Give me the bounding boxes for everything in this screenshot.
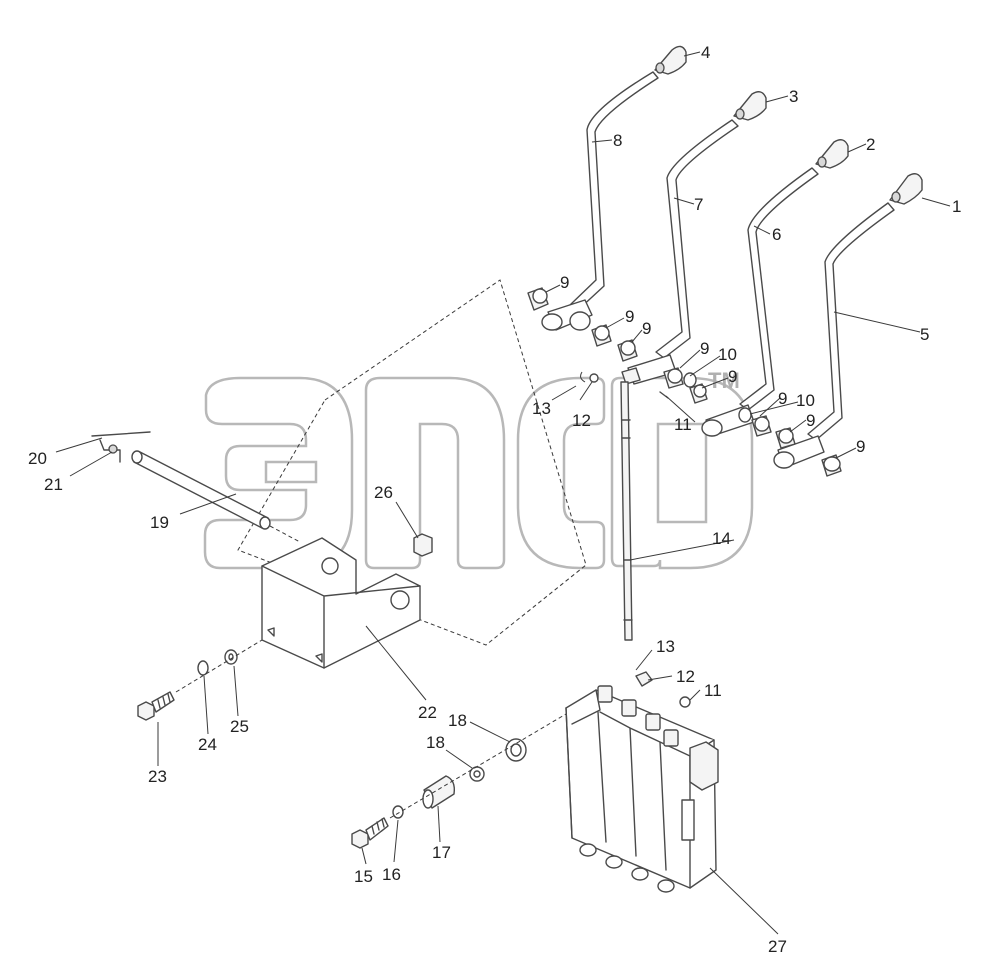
callout-labels: 1 2 3 4 5 6 7 8 9 9 9 9 9 9 9 9 10 10 11… [28,43,961,956]
washer-16 [392,805,404,819]
watermark-trademark: TM [708,368,740,393]
washer-18-b [505,738,527,762]
callout-6: 6 [772,225,781,244]
callout-9-e: 9 [728,367,737,386]
washer-18-a [469,766,485,782]
washer-25 [224,649,238,665]
knob-1 [889,173,923,205]
callout-12-b: 12 [676,667,695,686]
shaft-19 [91,431,301,543]
callout-13-a: 13 [532,399,551,418]
callout-18-a: 18 [448,711,467,730]
callout-9-a: 9 [560,273,569,292]
callout-8: 8 [613,131,622,150]
callout-17: 17 [432,843,451,862]
lever-8 [541,71,659,331]
axis-23 [175,639,263,693]
assembly-boundary [237,279,587,646]
callout-9-g: 9 [806,411,815,430]
knob-2 [815,139,849,169]
callout-26: 26 [374,483,393,502]
knob-3 [733,91,767,121]
washer-24 [197,660,209,676]
callout-9-c: 9 [642,319,651,338]
bushings-9 [527,287,842,477]
callout-25: 25 [230,717,249,736]
callout-11-b: 11 [704,681,722,700]
callout-2: 2 [866,135,875,154]
spacer-17 [422,775,456,809]
nut-26 [413,533,433,557]
callout-15: 15 [354,867,373,886]
callout-18-b: 18 [426,733,445,752]
callout-27: 27 [768,937,787,956]
callout-10-a: 10 [718,345,737,364]
callout-10-b: 10 [796,391,815,410]
lever-5 [773,202,895,469]
callout-16: 16 [382,865,401,884]
rings-10 [683,372,752,423]
callout-9-b: 9 [625,307,634,326]
callout-21: 21 [44,475,63,494]
callout-9-d: 9 [700,339,709,358]
leader-lines [55,51,951,935]
callout-24: 24 [198,735,217,754]
valve-block-27 [565,671,719,893]
callout-22: 22 [418,703,437,722]
knob-4 [654,45,687,75]
rod-14 [620,381,633,641]
callout-1: 1 [952,197,961,216]
watermark-logo: TM [203,368,754,570]
callout-11-a: 11 [674,415,692,434]
upper-fasteners [580,367,669,399]
bolt-23 [137,691,175,721]
callout-13-b: 13 [656,637,675,656]
axis-15 [389,713,567,819]
callout-19: 19 [150,513,169,532]
callout-20: 20 [28,449,47,468]
callout-9-f: 9 [778,389,787,408]
callout-4: 4 [701,43,710,62]
callout-9-h: 9 [856,437,865,456]
bolt-15 [351,817,389,849]
callout-23: 23 [148,767,167,786]
callout-5: 5 [920,325,929,344]
callout-7: 7 [694,195,703,214]
callout-3: 3 [789,87,798,106]
callout-14: 14 [712,529,731,548]
callout-12-a: 12 [572,411,591,430]
bracket-22 [261,537,421,669]
